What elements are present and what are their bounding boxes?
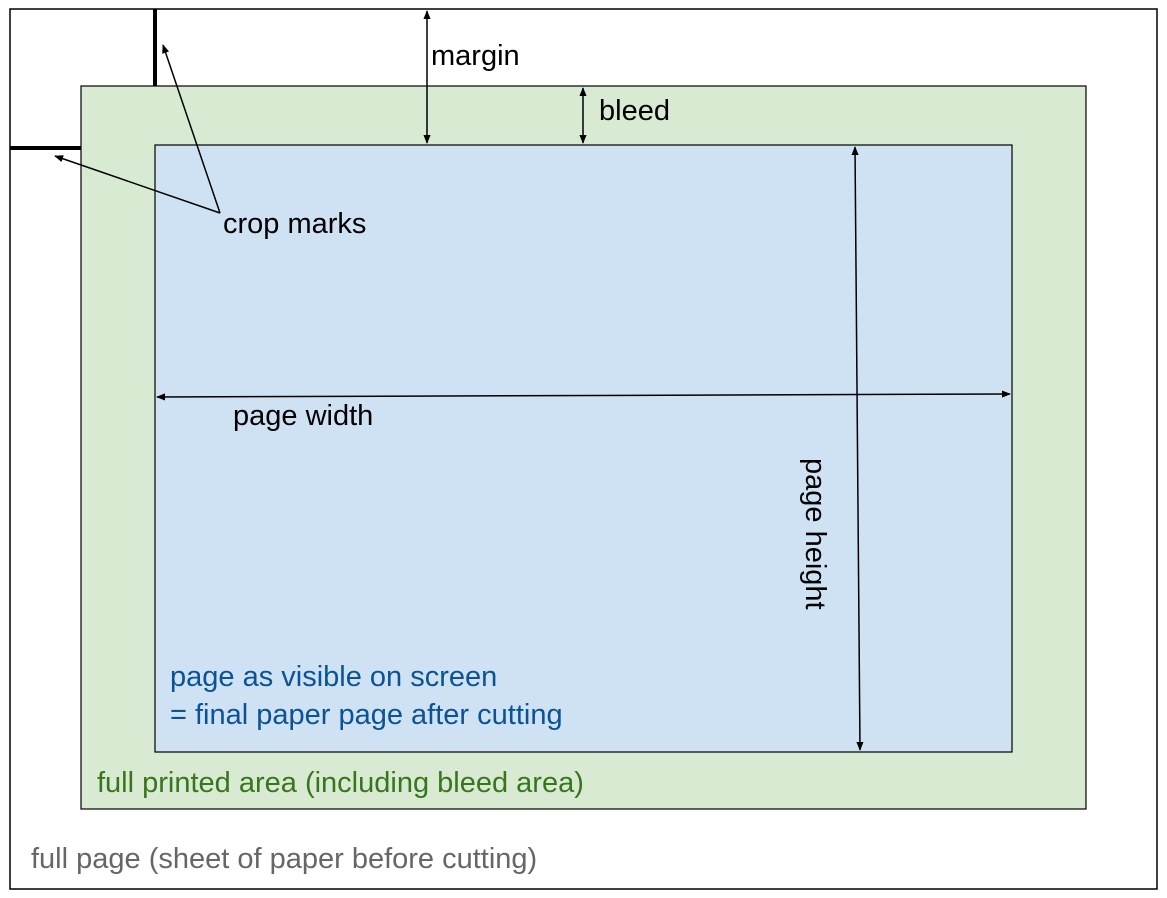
margin-label: margin: [431, 40, 520, 72]
bleed-label: bleed: [599, 95, 670, 127]
visible-page-rect: [154, 144, 1013, 753]
page-height-label: page height: [799, 458, 831, 610]
crop-marks-label: crop marks: [223, 208, 366, 240]
visible-page-label-line2: = final paper page after cutting: [170, 699, 563, 731]
full-page-label: full page (sheet of paper before cutting…: [31, 843, 537, 875]
page-width-label: page width: [233, 400, 373, 432]
page-width-arrow: [156, 390, 1011, 401]
crop-marks-pointer-top: [162, 44, 221, 214]
visible-page-label-line1: page as visible on screen: [170, 661, 497, 693]
page-height-arrow: [851, 146, 864, 751]
crop-marks-pointer-left: [54, 155, 221, 214]
printed-area-label: full printed area (including bleed area): [97, 767, 584, 799]
